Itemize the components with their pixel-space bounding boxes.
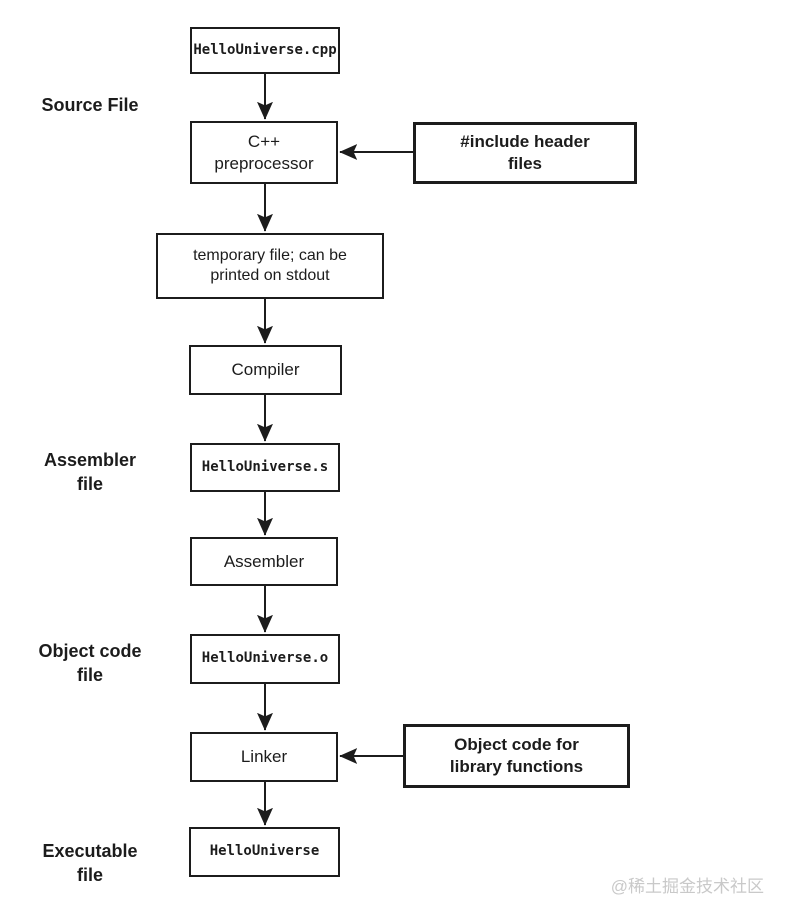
node-assembler: Assembler (190, 537, 338, 586)
stage-label-source-file: Source File (41, 95, 139, 115)
node-compiler: Compiler (189, 345, 342, 395)
node-temporary-file: temporary file; can be printed on stdout (156, 233, 384, 299)
node-source-file: HelloUniverse.cpp (190, 27, 340, 74)
node-object-code-library: Object code for library functions (403, 724, 630, 788)
node-object-file: HelloUniverse.o (190, 634, 340, 684)
stage-label-executable-file: Executable file (42, 841, 138, 886)
node-include-headers: #include header files (413, 122, 637, 184)
node-assembler-file: HelloUniverse.s (190, 443, 340, 492)
node-preprocessor: C++ preprocessor (190, 121, 338, 184)
stage-label-assembler-file: Assembler file (43, 450, 137, 495)
node-linker: Linker (190, 732, 338, 782)
stage-label-object-code-file: Object code file (38, 641, 142, 686)
watermark-text: @稀土掘金技术社区 (610, 877, 764, 896)
node-executable: HelloUniverse (189, 827, 340, 877)
